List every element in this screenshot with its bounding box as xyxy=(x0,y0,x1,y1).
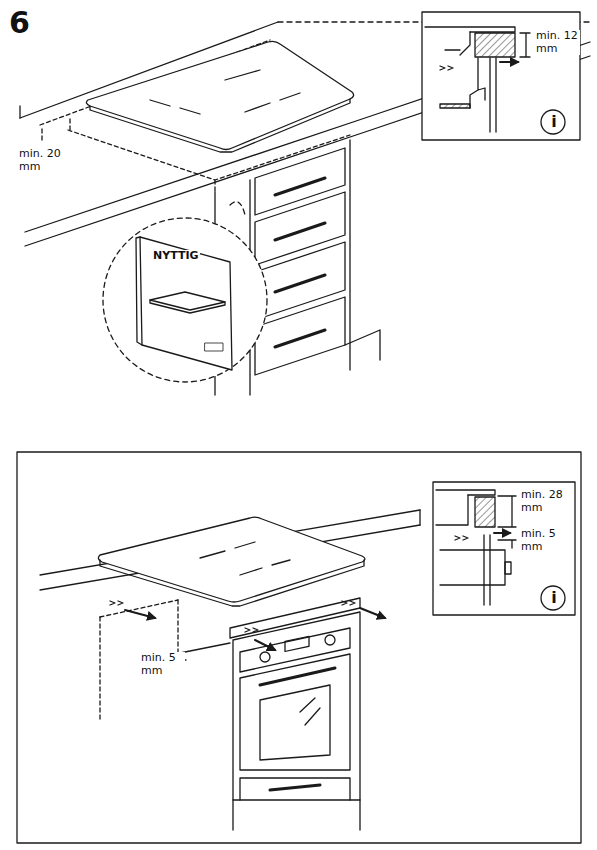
drawing-stroke xyxy=(470,58,485,108)
drawing-stroke xyxy=(541,110,565,134)
drawing-stroke xyxy=(440,550,505,585)
drawing-stroke xyxy=(455,536,468,540)
drawing-stroke xyxy=(255,192,345,265)
drawing-stroke xyxy=(436,490,495,495)
drawing-stroke xyxy=(255,297,345,375)
drawing-stroke xyxy=(285,636,309,651)
dimension-label: min. 20 mm xyxy=(18,148,63,173)
drawing-stroke xyxy=(110,601,123,605)
countertop-bottom xyxy=(40,510,420,720)
drawing-stroke xyxy=(345,330,380,360)
drawing-stroke xyxy=(436,495,468,525)
oven xyxy=(230,598,360,830)
drawing-stroke xyxy=(505,562,511,574)
drawing-stroke xyxy=(541,586,565,610)
drawing-stroke xyxy=(260,652,270,662)
info-icon: i xyxy=(546,590,562,606)
drawing-stroke xyxy=(86,41,353,149)
drawing-stroke xyxy=(275,178,325,347)
drawing-stroke xyxy=(422,12,580,140)
drawing-stroke xyxy=(136,237,142,345)
drawing-stroke xyxy=(125,610,155,618)
drawing-stroke xyxy=(255,148,345,215)
drawing-stroke xyxy=(245,628,258,632)
drawing-stroke xyxy=(205,343,223,351)
hob-bottom xyxy=(98,517,365,606)
drawing-stroke xyxy=(19,106,20,118)
dimension-label: min. 28 mm xyxy=(520,489,565,514)
airflow-arrows xyxy=(110,601,385,650)
dimension-label: min. 5 mm xyxy=(140,652,185,677)
drawing-stroke xyxy=(260,685,330,760)
step-number: 6 xyxy=(8,8,31,38)
drawing-stroke xyxy=(230,202,245,215)
drawing-stroke xyxy=(240,654,350,770)
drawing-stroke xyxy=(177,600,178,660)
drawing-stroke xyxy=(349,140,350,370)
drawing-stroke xyxy=(484,535,490,605)
drawing-stroke xyxy=(475,497,495,527)
drawing-stroke xyxy=(498,540,516,548)
drawing-stroke xyxy=(233,800,360,830)
drawing-stroke xyxy=(100,560,364,606)
info-icon: i xyxy=(546,114,562,130)
drawing-stroke xyxy=(99,617,100,720)
drawing-stroke xyxy=(445,32,470,55)
dimension-label: min. 12 mm xyxy=(535,30,580,55)
panel-frame xyxy=(17,452,581,843)
drawing-stroke xyxy=(245,93,300,112)
drawing-stroke xyxy=(300,698,320,725)
drawing-stroke xyxy=(214,180,215,192)
drawing-stroke xyxy=(69,116,70,130)
inset-bottom xyxy=(433,482,575,615)
drawing-stroke xyxy=(433,482,575,615)
dimension-label: min. 5 mm xyxy=(520,528,565,553)
drawing-stroke xyxy=(342,601,355,605)
drawing-stroke xyxy=(240,560,290,575)
drawing-stroke xyxy=(325,635,335,645)
drawing-stroke xyxy=(225,70,260,80)
drawing-stroke xyxy=(425,27,515,32)
drawing-stroke xyxy=(103,218,267,382)
drawing-stroke xyxy=(100,600,178,617)
drawing-stroke xyxy=(233,612,360,800)
drawing-stroke xyxy=(255,242,345,320)
drawing-stroke xyxy=(150,300,225,313)
drawing-stroke xyxy=(90,99,350,152)
drawing-stroke xyxy=(240,778,350,800)
drawing-stroke xyxy=(498,496,516,527)
drawing-stroke xyxy=(440,66,453,70)
inset-top xyxy=(422,12,580,140)
drawing-stroke xyxy=(98,517,365,602)
drawing-stroke xyxy=(440,104,470,108)
drawing-stroke xyxy=(200,542,255,558)
hob-top xyxy=(86,41,353,152)
drawing-stroke xyxy=(520,33,530,57)
drawing-stroke xyxy=(230,598,360,638)
booklet-title: NYTTIG xyxy=(152,250,200,263)
drawing-stroke xyxy=(419,510,420,525)
drawing-stroke xyxy=(255,640,275,650)
drawing-stroke xyxy=(500,61,518,63)
drawing-stroke xyxy=(494,532,510,534)
drawing-stroke xyxy=(360,608,385,618)
drawing-stroke xyxy=(140,237,232,370)
drawing-stroke xyxy=(150,100,200,114)
drawing-stroke xyxy=(260,668,335,685)
drawing-stroke xyxy=(490,58,496,132)
magnifier xyxy=(103,202,267,382)
drawing-stroke xyxy=(41,126,42,140)
drawing-stroke xyxy=(475,33,515,57)
drawing-stroke xyxy=(270,785,320,790)
